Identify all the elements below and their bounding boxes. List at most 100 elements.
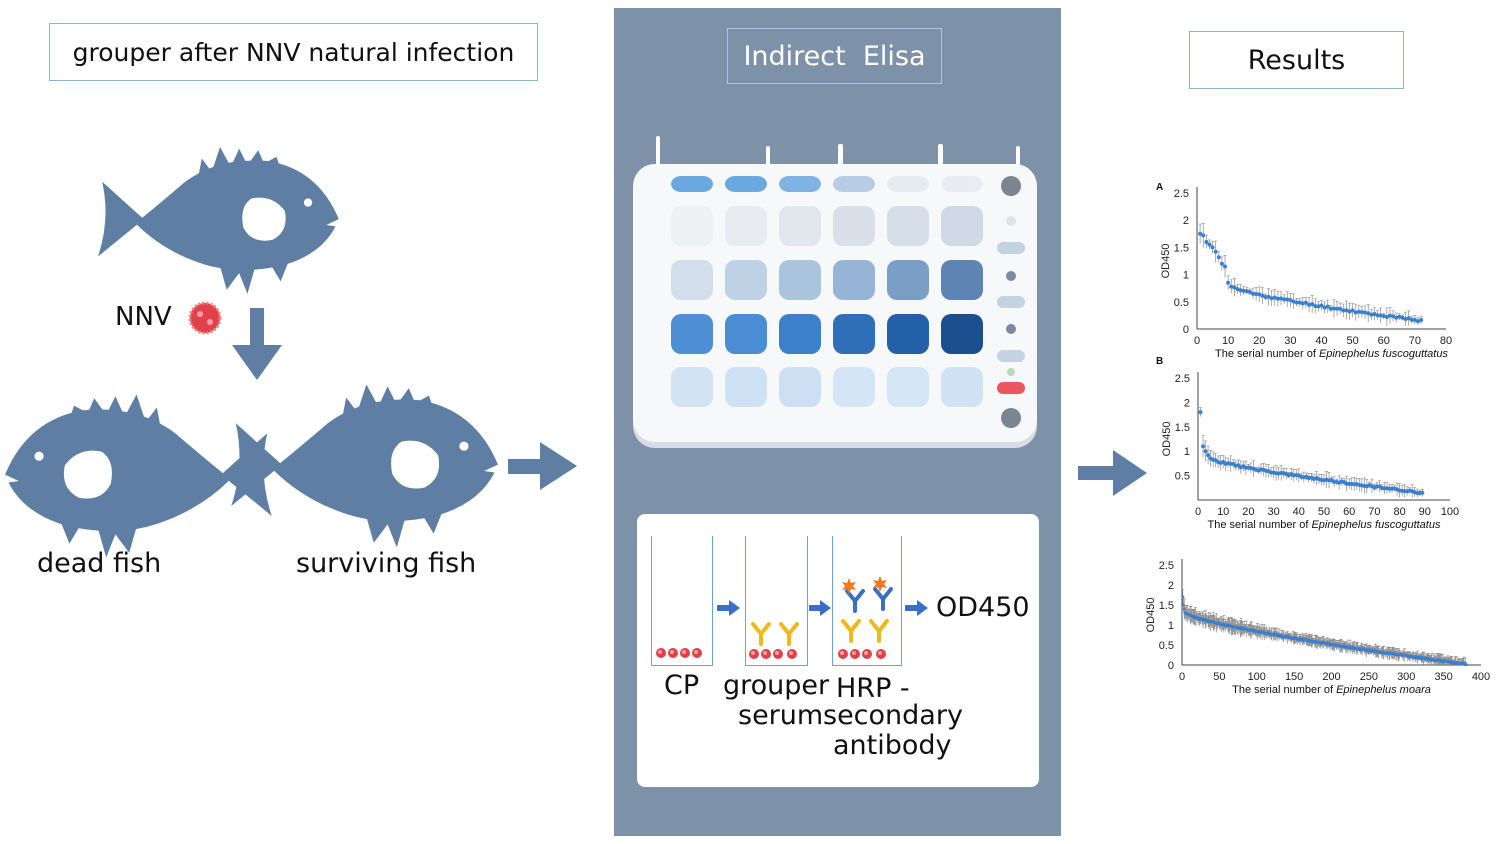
arrow-to-results-icon [1078, 450, 1147, 496]
data-point [1291, 299, 1296, 304]
data-point [1288, 298, 1293, 303]
data-point [1213, 249, 1218, 254]
workflow-hrp-line1: HRP - [836, 673, 910, 704]
dead-fish-label: dead fish [37, 548, 162, 579]
y-tick-label: 0.5 [1159, 640, 1174, 652]
plate-side-marker [1001, 408, 1021, 428]
data-point [1363, 310, 1368, 315]
data-point [1219, 261, 1224, 266]
plate-side-marker [1006, 271, 1016, 281]
data-point [1420, 490, 1425, 495]
plate-well [833, 176, 875, 192]
data-point [1338, 306, 1343, 311]
y-tick-label: 1 [1183, 270, 1189, 282]
data-point [1369, 312, 1374, 317]
data-point [1341, 308, 1346, 313]
data-point [1254, 291, 1259, 296]
data-point [1210, 245, 1215, 250]
data-point [1415, 319, 1420, 324]
workflow-readout: OD450 [936, 592, 1030, 623]
surviving-fish [231, 384, 498, 548]
data-point [1412, 317, 1417, 322]
data-point [1313, 304, 1318, 309]
data-point [1384, 314, 1389, 319]
data-point [1269, 296, 1274, 301]
data-point [1294, 300, 1299, 305]
nnv-virus-icon [188, 301, 222, 335]
plate-well [671, 176, 713, 192]
data-point [1285, 297, 1290, 302]
x-tick-label: 90 [1419, 506, 1431, 518]
workflow-symbols [656, 576, 928, 659]
data-point [1316, 304, 1321, 309]
nnv-label: NNV [115, 302, 172, 332]
x-tick-label: 60 [1378, 335, 1390, 347]
data-point [1331, 306, 1336, 311]
plate-side-marker [1006, 216, 1016, 226]
plate-side-marker [997, 296, 1025, 308]
data-point [1375, 313, 1380, 318]
x-axis-label: The serial number of Epinephelus moara [1232, 684, 1431, 696]
plate-well [887, 260, 929, 300]
y-tick-label: 1.5 [1174, 242, 1189, 254]
plate-well [941, 260, 983, 300]
surviving-fish-label: surviving fish [296, 548, 477, 579]
down-arrow-icon [232, 308, 282, 380]
x-tick-label: 20 [1253, 335, 1265, 347]
x-tick-label: 70 [1409, 335, 1421, 347]
plate-well [833, 260, 875, 300]
plate-well [887, 176, 929, 192]
data-point [1207, 242, 1212, 247]
plate-side-marker [997, 382, 1025, 394]
plate-well [941, 314, 983, 354]
plate-well [779, 206, 821, 246]
plate-well [779, 367, 821, 407]
plate-well [725, 260, 767, 300]
tube-cp-antigens [656, 648, 702, 658]
data-point [1266, 294, 1271, 299]
data-point [1263, 295, 1268, 300]
data-point [1347, 309, 1352, 314]
x-tick-label: 80 [1393, 506, 1405, 518]
x-tick-label: 60 [1343, 506, 1355, 518]
data-point [1260, 293, 1265, 298]
left-title-box: grouper after NNV natural infection [49, 23, 538, 81]
data-point [1282, 297, 1287, 302]
panel-label: B [1156, 356, 1163, 367]
plate-side-marker [997, 242, 1025, 254]
y-tick-label: 2 [1184, 397, 1190, 409]
fish-illustrations [4, 146, 577, 558]
data-point [1359, 310, 1364, 315]
x-tick-label: 0 [1179, 671, 1185, 683]
y-axis-label: OD450 [1145, 598, 1157, 633]
data-point [1238, 288, 1243, 293]
workflow-serum-line2: serum [738, 700, 824, 731]
x-tick-label: 30 [1267, 506, 1279, 518]
data-point [1279, 296, 1284, 301]
y-tick-label: 2.5 [1175, 373, 1190, 385]
y-tick-label: 1.5 [1159, 600, 1174, 612]
data-point [1297, 300, 1302, 305]
plate-well [779, 314, 821, 354]
x-tick-label: 30 [1284, 335, 1296, 347]
data-point [1307, 302, 1312, 307]
plate-pins [656, 136, 1020, 166]
x-tick-label: 40 [1315, 335, 1327, 347]
x-tick-label: 150 [1285, 671, 1303, 683]
x-tick-label: 100 [1441, 506, 1459, 518]
middle-title-box: Indirect Elisa [727, 28, 942, 84]
y-tick-label: 1.5 [1175, 422, 1190, 434]
plate-well [833, 314, 875, 354]
arrow-to-elisa-icon [508, 442, 577, 490]
y-tick-label: 0 [1183, 324, 1189, 336]
x-tick-label: 400 [1472, 671, 1490, 683]
dead-fish [4, 394, 272, 558]
x-tick-label: 10 [1217, 506, 1229, 518]
plate-well [887, 314, 929, 354]
plate-well [833, 367, 875, 407]
x-tick-label: 250 [1360, 671, 1378, 683]
data-point [1353, 310, 1358, 315]
data-point [1235, 287, 1240, 292]
data-point [1328, 306, 1333, 311]
